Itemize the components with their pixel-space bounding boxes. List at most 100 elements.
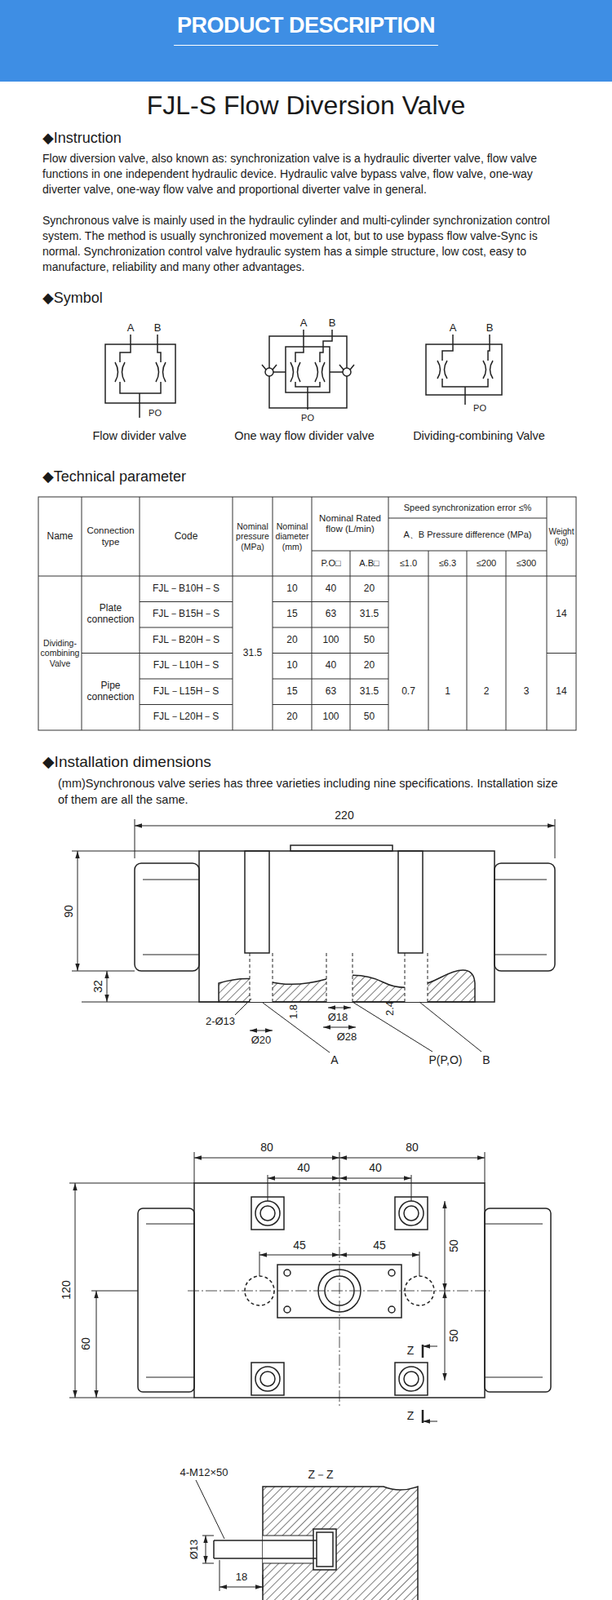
line-shape [194,1157,340,1159]
table-cell: 3 [505,653,547,732]
circle-shape [255,1201,280,1226]
rect-shape [105,344,176,404]
dimension-label: A [127,322,135,334]
rect-shape [394,1362,428,1396]
rect-shape [398,851,423,954]
table-grid [38,496,577,731]
line-shape [205,1535,207,1564]
circle-shape [255,1366,280,1392]
dimension-label: 4-M12×50 [180,1467,229,1479]
table-cell: ≤1.0 [388,550,429,577]
dimension-label: 80 [260,1141,274,1154]
front-view [71,819,555,1053]
rect-shape [394,1197,428,1230]
table-cell: 10 [272,653,312,680]
path-shape [81,496,547,731]
circle-shape [399,1366,424,1392]
rect-shape [404,974,428,1003]
table-cell: 50 [350,627,389,654]
section-view [195,1480,418,1600]
circle-shape [260,1206,275,1221]
table-cell: 10 [272,576,312,603]
path-shape [81,602,577,706]
table-cell: 31.5 [350,678,389,706]
rect-shape [199,851,495,1003]
rect-shape [244,851,270,954]
table-cell: 100 [311,627,351,654]
dimension-label: Ø28 [337,1031,358,1043]
table-cell: A.B□ [350,550,389,577]
path-shape [195,1480,225,1539]
line-shape [339,1255,420,1256]
path-shape [71,851,219,1003]
dimension-label: 2-Ø13 [205,1015,236,1028]
path-shape [115,362,166,382]
dimension-label: Ø13 [188,1539,200,1561]
rect-shape [316,1532,333,1567]
dimension-label: 80 [405,1141,419,1154]
path-shape [290,362,325,382]
table-cell: 14 [546,576,577,654]
rect-shape [285,346,330,393]
dimension-label: Dividing-combining Valve [412,430,546,444]
table-cell: FJL－L20H－S [139,705,233,732]
circle-shape [403,1206,419,1221]
rect-shape [326,974,353,1003]
body-text: ◆Symbol [42,288,288,307]
line-shape [96,1290,98,1398]
dimension-label: 1.8 [288,1004,300,1020]
dimension-label: 40 [297,1161,311,1175]
dimension-label: PO [473,403,487,413]
dimension-label: B [328,317,337,329]
line-shape [134,825,555,827]
table-cell: Code [139,496,233,577]
table-cell: ≤300 [505,550,547,577]
body-text: ◆Technical parameter [42,467,369,486]
line-shape [444,1290,446,1381]
path-shape [119,334,161,418]
page-title: FJL-S Flow Diversion Valve [0,90,612,121]
path-shape [295,329,333,410]
table-cell: 15 [272,678,312,706]
dimension-label: 50 [447,1239,461,1253]
dimension-label: P(P,O) [429,1054,463,1067]
line-shape [106,971,108,1003]
table-cell: 20 [350,576,389,603]
table-cell: 2 [466,653,506,732]
line-shape [422,1346,438,1348]
table-cell: ≤200 [466,550,506,577]
table-cell: 63 [311,678,351,706]
dimension-label: B [486,322,494,334]
dimension-label: Z [407,1344,415,1358]
table-cell: Dividing-combining Valve [38,576,82,731]
table-cell: P.O□ [311,550,351,577]
path-shape [69,1183,195,1398]
dimension-label: 40 [368,1161,382,1175]
path-shape [202,1535,314,1564]
rect-shape [251,1197,284,1230]
table-cell: FJL－B20H－S [139,627,233,654]
rect-shape [290,845,393,852]
table-cell: 63 [311,602,351,629]
table-cell: 1 [428,653,467,732]
header-text: PRODUCT DESCRIPTION [173,13,439,46]
table-cell: Pipe connection [81,653,140,732]
dimension-label: A [300,317,308,329]
circle-shape [283,1269,291,1277]
path-shape [235,998,482,1053]
rect-shape [137,1208,195,1393]
rect-shape [249,974,273,1003]
path-shape [273,371,343,373]
path-shape [146,1224,543,1378]
line-shape [323,1027,356,1029]
line-shape [422,1421,438,1423]
table-cell: 31.5 [350,602,389,629]
table-cell: 0.7 [388,653,429,732]
path-shape [218,970,475,1003]
path-shape [219,1560,263,1592]
rect-shape [38,496,577,731]
table-cell: Connection type [81,496,140,577]
line-shape [249,1030,273,1032]
line-shape [77,851,79,972]
table-cell: FJL－B10H－S [139,576,233,603]
